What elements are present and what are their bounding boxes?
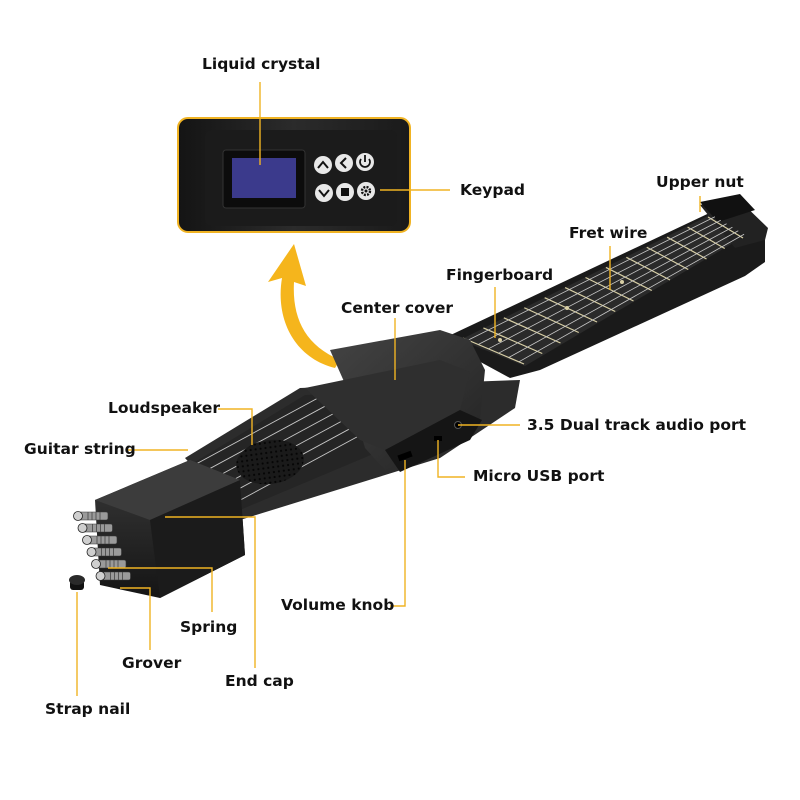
label-guitar-string: Guitar string [24, 440, 136, 458]
strap-nail-shape [69, 575, 85, 590]
speaker-grill [236, 439, 304, 485]
fret-wire-7 [605, 266, 653, 292]
leader-lines [76, 82, 701, 696]
neck-string-3 [498, 226, 733, 354]
fret-wire-3 [524, 307, 579, 334]
body-string-5 [239, 427, 374, 501]
label-audio-port: 3.5 Dual track audio port [527, 416, 747, 434]
leader-volume-knob [390, 460, 406, 607]
label-micro-usb: Micro USB port [473, 467, 605, 485]
upper-nut-bar [700, 194, 755, 222]
tuner-5 [95, 571, 131, 581]
up-icon [314, 156, 332, 174]
neck-string-1 [478, 219, 721, 345]
stop-icon [336, 183, 354, 201]
fret-wire-0 [462, 337, 525, 365]
neck-string-5 [518, 233, 745, 363]
fret-wire-8 [626, 256, 671, 281]
usb-slot [434, 436, 442, 441]
label-center-cover: Center cover [341, 299, 453, 317]
label-spring: Spring [180, 618, 238, 636]
fret-wire-9 [646, 246, 689, 271]
neck-string-2 [488, 223, 727, 350]
label-fingerboard: Fingerboard [446, 266, 554, 284]
guitar-neck [440, 194, 768, 378]
lcd-screen [232, 158, 296, 198]
keypad-inset-panel [177, 117, 411, 233]
label-grover: Grover [122, 654, 182, 672]
tuner-0 [73, 511, 109, 521]
tuner-2 [82, 535, 118, 545]
leader-spring [108, 567, 213, 612]
label-fret-wire: Fret wire [569, 224, 648, 242]
label-strap-nail: Strap nail [45, 700, 131, 718]
guitar-body [69, 330, 520, 598]
label-end-cap: End cap [225, 672, 294, 690]
volume-slot [397, 450, 413, 462]
fret-wire-1 [483, 327, 543, 355]
fret-wire-4 [544, 297, 598, 323]
fret-wire-11 [687, 226, 726, 250]
fret-wire-2 [503, 317, 561, 344]
tuner-4 [91, 559, 127, 569]
leader-grover [120, 587, 151, 650]
fingerboard-surface [460, 215, 745, 366]
leader-loudspeaker [218, 408, 253, 445]
label-upper-nut: Upper nut [656, 173, 744, 191]
leader-micro-usb [437, 440, 465, 478]
gear-icon [357, 182, 375, 200]
label-loudspeaker: Loudspeaker [108, 399, 220, 417]
label-keypad: Keypad [460, 181, 526, 199]
leader-end-cap [165, 516, 256, 668]
neck-string-0 [467, 216, 716, 341]
power-icon [356, 153, 374, 171]
tuner-3 [86, 547, 122, 557]
fret-wire-12 [707, 216, 744, 239]
fret-wire-5 [564, 287, 616, 313]
label-liquid-crystal: Liquid crystal [202, 55, 321, 73]
fret-wire-10 [666, 236, 707, 260]
body-string-1 [195, 403, 330, 477]
back-icon [335, 154, 353, 172]
label-volume-knob: Volume knob [281, 596, 395, 614]
down-icon [315, 184, 333, 202]
curved-arrow [268, 244, 340, 368]
neck-string-4 [508, 230, 739, 358]
tuner-1 [77, 523, 113, 533]
